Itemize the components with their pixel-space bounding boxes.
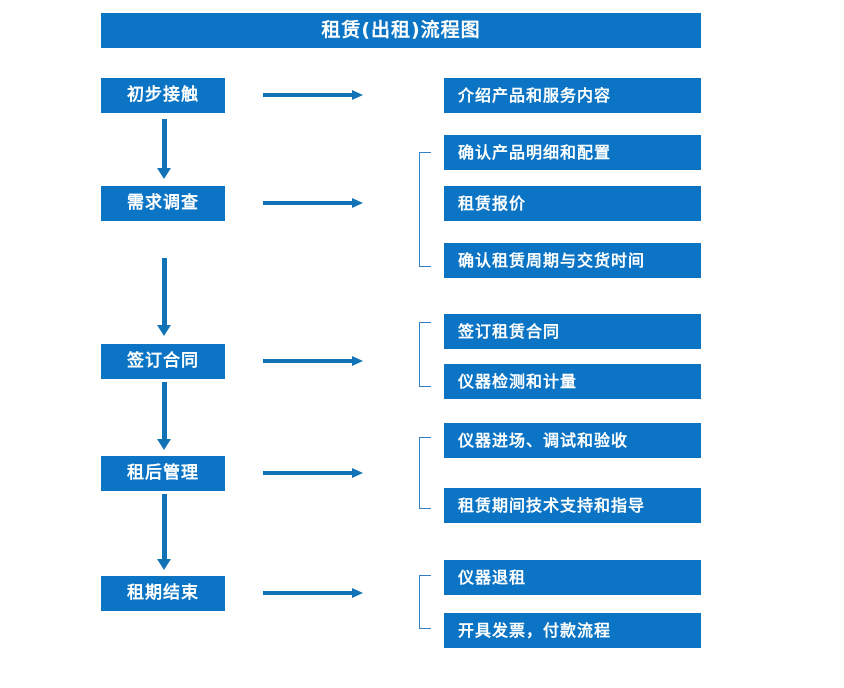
arrow-right-stage-3 [263,356,363,366]
arrow-head [352,588,363,598]
arrow-head [157,439,171,450]
arrow-shaft [263,471,353,475]
arrow-right-stage-2 [263,198,363,208]
arrow-head [157,559,171,570]
arrow-down-stage-2-to-3 [157,258,171,336]
detail-box-instrument-return[interactable]: 仪器退租 [444,560,701,595]
bracket-group-sign-contract [419,322,431,387]
arrow-shaft [162,494,167,559]
arrow-right-stage-1 [263,90,363,100]
bracket-group-lease-end [419,575,431,629]
arrow-shaft [162,382,167,439]
detail-box-instrument-entry-commissioning-acceptance[interactable]: 仪器进场、调试和验收 [444,423,701,458]
stage-box-initial-contact[interactable]: 初步接触 [101,78,225,113]
arrow-shaft [263,201,353,205]
detail-box-introduce-products-services[interactable]: 介绍产品和服务内容 [444,78,701,113]
stage-box-lease-end[interactable]: 租期结束 [101,576,225,611]
arrow-head [352,356,363,366]
arrow-shaft [263,93,353,97]
arrow-head [352,90,363,100]
arrow-shaft [162,258,167,325]
detail-box-technical-support-guidance[interactable]: 租赁期间技术支持和指导 [444,488,701,523]
arrow-head [157,325,171,336]
detail-box-rental-quotation[interactable]: 租赁报价 [444,186,701,221]
bracket-group-post-rental-management [419,437,431,509]
arrow-down-stage-1-to-2 [157,119,171,179]
detail-box-confirm-product-details[interactable]: 确认产品明细和配置 [444,135,701,170]
arrow-right-stage-5 [263,588,363,598]
arrow-shaft [263,591,353,595]
stage-box-requirement-survey[interactable]: 需求调查 [101,186,225,221]
arrow-down-stage-3-to-4 [157,382,171,450]
arrow-head [352,198,363,208]
detail-box-invoice-payment-process[interactable]: 开具发票，付款流程 [444,613,701,648]
stage-box-sign-contract[interactable]: 签订合同 [101,344,225,379]
arrow-shaft [263,359,353,363]
bracket-group-requirement-survey [419,152,431,267]
detail-box-instrument-inspection-metrology[interactable]: 仪器检测和计量 [444,364,701,399]
stage-box-post-rental-management[interactable]: 租后管理 [101,456,225,491]
detail-box-confirm-lease-period-delivery[interactable]: 确认租赁周期与交货时间 [444,243,701,278]
detail-box-sign-lease-contract[interactable]: 签订租赁合同 [444,314,701,349]
arrow-right-stage-4 [263,468,363,478]
arrow-down-stage-4-to-5 [157,494,171,570]
arrow-shaft [162,119,167,168]
diagram-title: 租赁(出租)流程图 [101,13,701,48]
arrow-head [157,168,171,179]
arrow-head [352,468,363,478]
